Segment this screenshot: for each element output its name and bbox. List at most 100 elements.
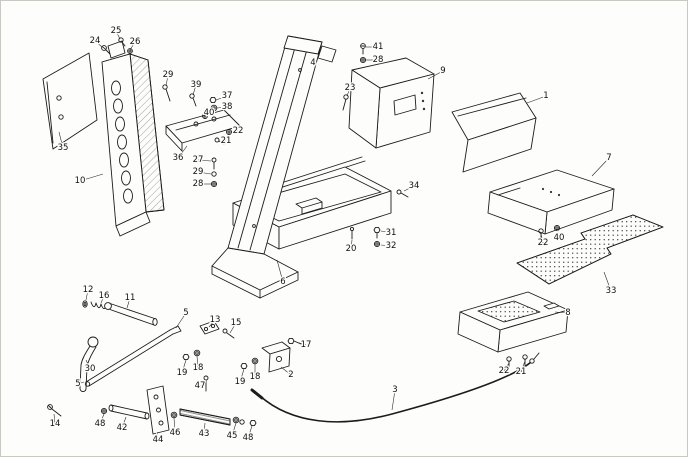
part-4-mast — [211, 35, 337, 299]
part-label-12: 12 — [83, 285, 94, 295]
fasteners-under-8 — [506, 354, 528, 368]
part-label-42: 42 — [117, 423, 128, 433]
leader-line-19 — [239, 368, 245, 383]
leader-line-2 — [280, 366, 292, 376]
part-label-21: 21 — [221, 136, 232, 146]
part-label-3: 3 — [392, 385, 397, 395]
part-label-46: 46 — [170, 428, 181, 438]
part-label-13: 13 — [210, 315, 221, 325]
leader-line-1 — [526, 95, 547, 104]
leader-line-43 — [203, 422, 206, 435]
part-1-rear-panel — [451, 92, 537, 173]
part-label-38: 38 — [222, 102, 233, 112]
part-label-19: 19 — [235, 377, 246, 387]
leader-line-15 — [229, 322, 237, 334]
leader-line-21 — [520, 360, 526, 373]
part-label-27: 27 — [193, 155, 204, 165]
part-label-22: 22 — [233, 126, 244, 136]
part-label-8: 8 — [565, 308, 570, 318]
leader-line-48 — [247, 425, 253, 439]
leader-line-22 — [503, 362, 510, 372]
part-7-top-cover — [487, 169, 615, 235]
leader-line-6 — [276, 259, 284, 283]
leader-line-35 — [58, 131, 64, 149]
part-label-45: 45 — [227, 431, 238, 441]
part-label-48: 48 — [243, 433, 254, 443]
leader-line-8 — [554, 311, 569, 314]
leader-line-48 — [99, 413, 105, 425]
leader-line-29 — [165, 74, 169, 87]
part-label-15: 15 — [231, 318, 242, 328]
part-label-5: 5 — [183, 308, 188, 318]
leader-line-22 — [540, 233, 544, 244]
leader-line-38 — [216, 106, 228, 109]
part-label-22: 22 — [499, 366, 510, 376]
leader-line-25 — [115, 30, 121, 40]
part-label-11: 11 — [125, 293, 136, 303]
leader-line-5 — [77, 381, 85, 385]
leader-line-40 — [205, 112, 210, 116]
part-label-5: 5 — [75, 379, 80, 389]
fasteners-near-6 — [349, 189, 409, 248]
leader-line-20 — [350, 239, 353, 250]
leader-line-29 — [197, 171, 212, 175]
part-label-18: 18 — [193, 363, 204, 373]
part-8-base-cover — [457, 291, 569, 353]
part-3-cable — [250, 352, 540, 423]
leader-line-24 — [94, 40, 103, 48]
leader-line-39 — [192, 84, 197, 96]
diagram-artwork — [42, 35, 664, 435]
leader-line-44 — [156, 431, 159, 441]
leader-line-47 — [199, 383, 206, 387]
part-label-2: 2 — [288, 370, 293, 380]
leader-line-5 — [175, 312, 187, 329]
part-label-34: 34 — [409, 181, 420, 191]
part-label-17: 17 — [301, 340, 312, 350]
part-label-30: 30 — [85, 364, 96, 374]
leader-line-34 — [403, 185, 415, 192]
leader-line-46 — [173, 417, 176, 434]
part-label-37: 37 — [222, 91, 233, 101]
part-label-26: 26 — [130, 37, 141, 47]
part-label-28: 28 — [193, 179, 204, 189]
leader-line-31 — [380, 230, 392, 234]
leader-line-12 — [85, 289, 89, 301]
part-label-28: 28 — [373, 55, 384, 65]
part-label-36: 36 — [173, 153, 184, 163]
part-label-4: 4 — [310, 58, 315, 68]
part-label-24: 24 — [90, 36, 101, 46]
leader-line-27 — [197, 159, 212, 162]
part-label-22: 22 — [538, 238, 549, 248]
leader-line-30 — [85, 359, 91, 370]
part-label-16: 16 — [99, 291, 110, 301]
leader-line-36 — [177, 145, 188, 159]
part-label-20: 20 — [346, 244, 357, 254]
leader-line-21 — [219, 140, 227, 143]
leader-line-10 — [79, 173, 104, 182]
part-label-29: 29 — [193, 167, 204, 177]
part-label-10: 10 — [75, 176, 86, 186]
handle-lever-assembly — [79, 300, 302, 392]
leader-line-3 — [391, 389, 396, 411]
leader-line-16 — [100, 295, 105, 304]
leader-line-13 — [208, 319, 216, 328]
leader-line-14 — [53, 413, 56, 425]
leader-line-45 — [231, 422, 237, 437]
part-label-35: 35 — [58, 143, 69, 153]
leader-line-32 — [380, 244, 392, 247]
bottom-rod-assembly — [47, 385, 257, 435]
part-label-19: 19 — [177, 368, 188, 378]
part-label-48: 48 — [95, 419, 106, 429]
leader-line-23 — [346, 87, 351, 97]
part-label-43: 43 — [199, 429, 210, 439]
leader-line-22 — [230, 130, 239, 133]
part-10-rack — [101, 40, 165, 237]
part-label-44: 44 — [153, 435, 164, 445]
part-label-41: 41 — [373, 42, 384, 52]
part-label-29: 29 — [163, 70, 174, 80]
leader-line-26 — [129, 41, 136, 51]
part-36-bracket — [165, 109, 241, 152]
leader-line-18 — [196, 355, 199, 369]
